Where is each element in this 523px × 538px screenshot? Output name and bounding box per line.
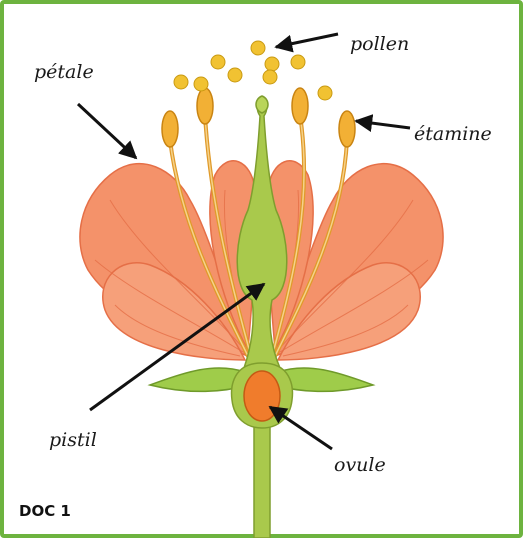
label-pistil: pistil [49,429,97,451]
label-etamine: étamine [414,123,492,145]
pollen-grain [265,57,279,71]
pollen-grain [318,86,332,100]
pollen-grain [228,68,242,82]
anther-2 [197,88,213,124]
pollen-grain [291,55,305,69]
stigma [256,96,268,113]
pollen-grain [211,55,225,69]
label-petale: pétale [34,61,94,83]
pollen-grain [194,77,208,91]
pollen-grain [263,70,277,84]
pollen-grain [251,41,265,55]
stem [254,415,270,538]
anther-1 [162,111,178,147]
doc-caption: DOC 1 [19,502,71,520]
pollen-grain [174,75,188,89]
label-pollen: pollen [350,33,409,55]
anther-4 [339,111,355,147]
ovule [244,371,280,421]
anther-3 [292,88,308,124]
label-ovule: ovule [334,454,386,476]
